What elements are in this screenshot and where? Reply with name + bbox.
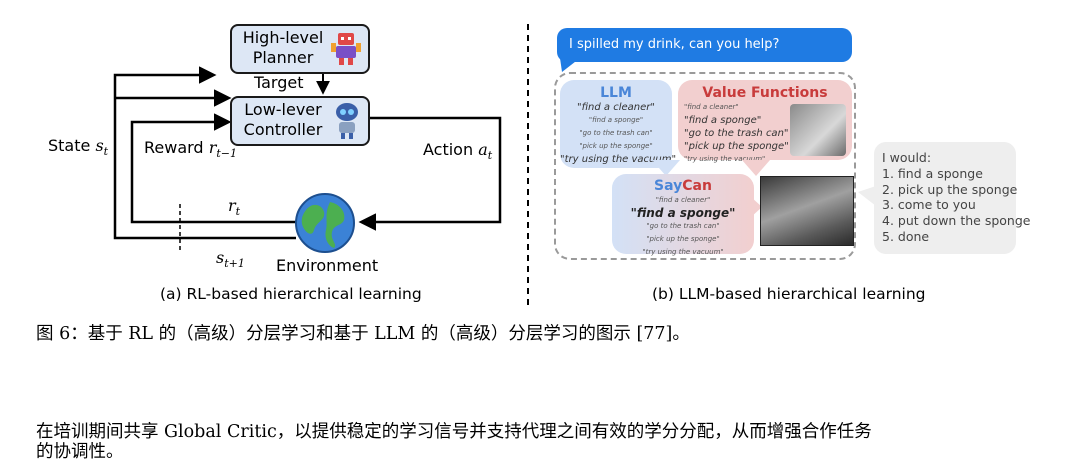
controller-label: Low-lever Controller <box>243 100 323 139</box>
vf-title: Value Functions <box>702 85 828 101</box>
planner-label: High-level Planner <box>242 28 324 67</box>
response-bubble: I would: 1. find a sponge 2. pick up the… <box>874 142 1031 254</box>
rt-var: r <box>228 196 236 215</box>
st1-var: s <box>216 248 225 267</box>
robot-icon <box>336 103 358 139</box>
low-level-controller-box: Low-lever Controller <box>230 96 370 146</box>
state-sub: t <box>103 145 109 159</box>
saycan-line: "try using the vacuum" <box>642 248 724 256</box>
response-step: 1. find a sponge <box>882 165 983 181</box>
llm-line: "find a cleaner" <box>577 102 655 113</box>
response-step: 3. come to you <box>882 197 976 213</box>
target-label: Target <box>254 73 304 92</box>
merge-arrows <box>652 160 770 176</box>
action-label: Action at <box>423 140 492 162</box>
reward-arrow <box>130 113 296 224</box>
rl-diagram-lines <box>113 24 529 310</box>
llm-line: "pick up the sponge" <box>579 142 653 150</box>
action-sub: t <box>487 149 493 163</box>
response-tail <box>858 186 876 206</box>
vf-line: "find a cleaner" <box>684 103 739 111</box>
left-caption: (a) RL-based hierarchical learning <box>160 285 422 303</box>
right-caption: (b) LLM-based hierarchical learning <box>652 285 926 303</box>
llm-title: LLM <box>600 85 632 101</box>
response-step: 2. pick up the sponge <box>882 181 1018 197</box>
saycan-container <box>554 72 856 260</box>
saycan-say: Say <box>654 178 683 194</box>
saycan-title: SayCan <box>612 178 754 194</box>
state-var: s <box>95 136 104 155</box>
st1-label: st+1 <box>216 248 245 270</box>
saycan-panel: SayCan "find a cleaner" "find a sponge" … <box>612 174 754 256</box>
reward-sub: t−1 <box>216 147 237 161</box>
state-text: State <box>48 136 91 155</box>
st1-sub: t+1 <box>224 257 245 271</box>
figure-caption: 图 6：基于 RL 的（高级）分层学习和基于 LLM 的（高级）分层学习的图示 … <box>36 324 690 344</box>
vf-line: "try using the vacuum" <box>684 155 766 163</box>
globe-icon <box>295 193 355 253</box>
high-level-planner-box: High-level Planner <box>230 24 370 74</box>
action-text: Action <box>423 140 474 159</box>
saycan-can: Can <box>682 178 712 194</box>
paragraph-line: 的协调性。 <box>36 442 124 462</box>
response-step: 4. put down the sponge <box>882 213 1031 229</box>
state-to-planner-arrow <box>113 66 296 240</box>
saycan-line: "find a sponge" <box>630 206 736 220</box>
bubble-tail <box>560 58 580 72</box>
llm-panel: LLM "find a cleaner" "find a sponge" "go… <box>560 80 677 168</box>
action-arrow <box>358 116 502 231</box>
vf-line: "find a sponge" <box>684 115 762 126</box>
robot-icon <box>331 33 361 65</box>
saycan-pointer <box>750 196 762 218</box>
state-label: State st <box>48 136 108 158</box>
saycan-line: "go to the trash can" <box>646 222 720 230</box>
reward-text: Reward <box>144 138 204 157</box>
reward-var: r <box>208 138 217 157</box>
rt-sub: t <box>235 205 241 219</box>
vf-line: "go to the trash can" <box>684 128 789 139</box>
user-message-bubble: I spilled my drink, can you help? <box>557 28 852 62</box>
response-step: 5. done <box>882 228 930 244</box>
saycan-line: "pick up the sponge" <box>646 235 720 243</box>
llm-line: "go to the trash can" <box>579 129 653 137</box>
action-var: a <box>478 140 488 159</box>
environment-label: Environment <box>276 256 379 275</box>
llm-line: "try using the vacuum" <box>560 154 677 165</box>
llm-line: "find a sponge" <box>588 116 644 124</box>
value-functions-panel: Value Functions "find a cleaner" "find a… <box>678 80 852 163</box>
saycan-line: "find a cleaner" <box>655 196 711 204</box>
reward-label: Reward rt−1 <box>144 138 237 160</box>
paragraph-line: 在培训期间共享 Global Critic，以提供稳定的学习信号并支持代理之间有… <box>36 422 872 442</box>
rt-label: rt <box>228 196 240 218</box>
user-message-text: I spilled my drink, can you help? <box>569 37 780 52</box>
response-title: I would: <box>882 150 932 165</box>
robot-photo <box>790 104 846 156</box>
vf-line: "pick up the sponge" <box>684 141 789 152</box>
robot-action-photo <box>760 176 854 246</box>
